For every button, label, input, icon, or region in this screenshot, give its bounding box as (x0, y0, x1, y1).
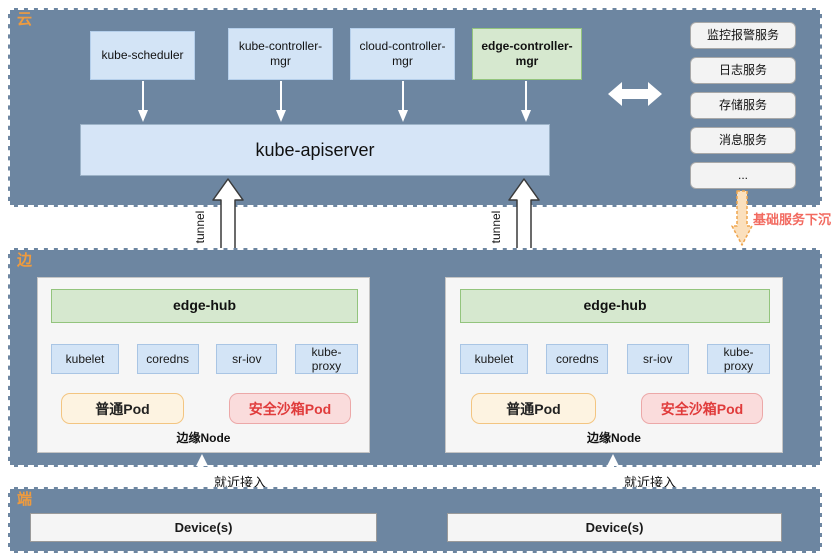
devices-box-left: Device(s) (30, 513, 377, 542)
down-arrow-icon (275, 81, 287, 123)
device-section-label: 端 (17, 491, 33, 508)
edge-node-right: edge-hub kubelet coredns sr-iov kube-pro… (445, 277, 783, 453)
horizontal-double-arrow-icon (607, 79, 663, 109)
cloud-controller-mgr-box: cloud-controller-mgr (350, 28, 455, 80)
sr-iov-box: sr-iov (216, 344, 278, 374)
service-message-box: 消息服务 (690, 127, 796, 154)
kube-proxy-box: kube-proxy (706, 344, 770, 374)
kubelet-box: kubelet (460, 344, 528, 374)
edge-section-label: 边 (17, 252, 33, 269)
service-sink-label: 基础服务下沉 (753, 212, 831, 227)
kube-apiserver-box: kube-apiserver (80, 124, 550, 176)
coredns-box: coredns (136, 344, 199, 374)
sandbox-pod-box: 安全沙箱Pod (229, 393, 351, 424)
devices-box-right: Device(s) (447, 513, 782, 542)
edge-controller-mgr-box: edge-controller-mgr (472, 28, 582, 80)
down-arrow-icon (397, 81, 409, 123)
normal-pod-box: 普通Pod (61, 393, 184, 424)
nearby-access-label: 就近接入 (624, 475, 677, 490)
service-more-box: ... (690, 162, 796, 189)
edge-components-row: kubelet coredns sr-iov kube-proxy (460, 344, 770, 374)
edge-node-label: 边缘Node (176, 431, 231, 445)
kube-scheduler-box: kube-scheduler (90, 31, 195, 80)
sr-iov-box: sr-iov (626, 344, 689, 374)
down-arrow-icon (137, 81, 149, 123)
edge-hub-box: edge-hub (460, 289, 770, 323)
service-sink-arrow-icon (731, 190, 753, 247)
cloud-section-label: 云 (17, 11, 33, 28)
edge-hub-box: edge-hub (51, 289, 358, 323)
tunnel-label: tunnel (489, 210, 503, 244)
kube-proxy-box: kube-proxy (294, 344, 358, 374)
kubelet-box: kubelet (51, 344, 119, 374)
coredns-box: coredns (546, 344, 609, 374)
down-arrow-icon (520, 81, 532, 123)
edge-node-label: 边缘Node (586, 431, 641, 445)
service-storage-box: 存储服务 (690, 92, 796, 119)
sandbox-pod-box: 安全沙箱Pod (641, 393, 763, 424)
edge-node-left: edge-hub kubelet coredns sr-iov kube-pro… (37, 277, 370, 453)
service-logging-box: 日志服务 (690, 57, 796, 84)
kube-controller-mgr-box: kube-controller-mgr (228, 28, 333, 80)
tunnel-label: tunnel (193, 210, 207, 244)
nearby-access-label: 就近接入 (214, 475, 267, 490)
edge-components-row: kubelet coredns sr-iov kube-proxy (51, 344, 358, 374)
service-monitoring-box: 监控报警服务 (690, 22, 796, 49)
normal-pod-box: 普通Pod (471, 393, 596, 424)
